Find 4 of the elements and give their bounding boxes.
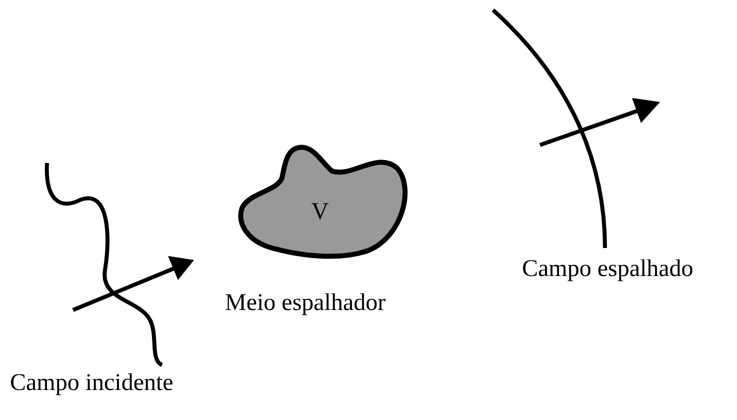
field-label: Campo espalhado <box>522 256 694 283</box>
node-caption: Meio espalhador <box>225 290 386 317</box>
field-label: Campo incidente <box>10 370 174 397</box>
volume-label: V <box>311 199 329 226</box>
